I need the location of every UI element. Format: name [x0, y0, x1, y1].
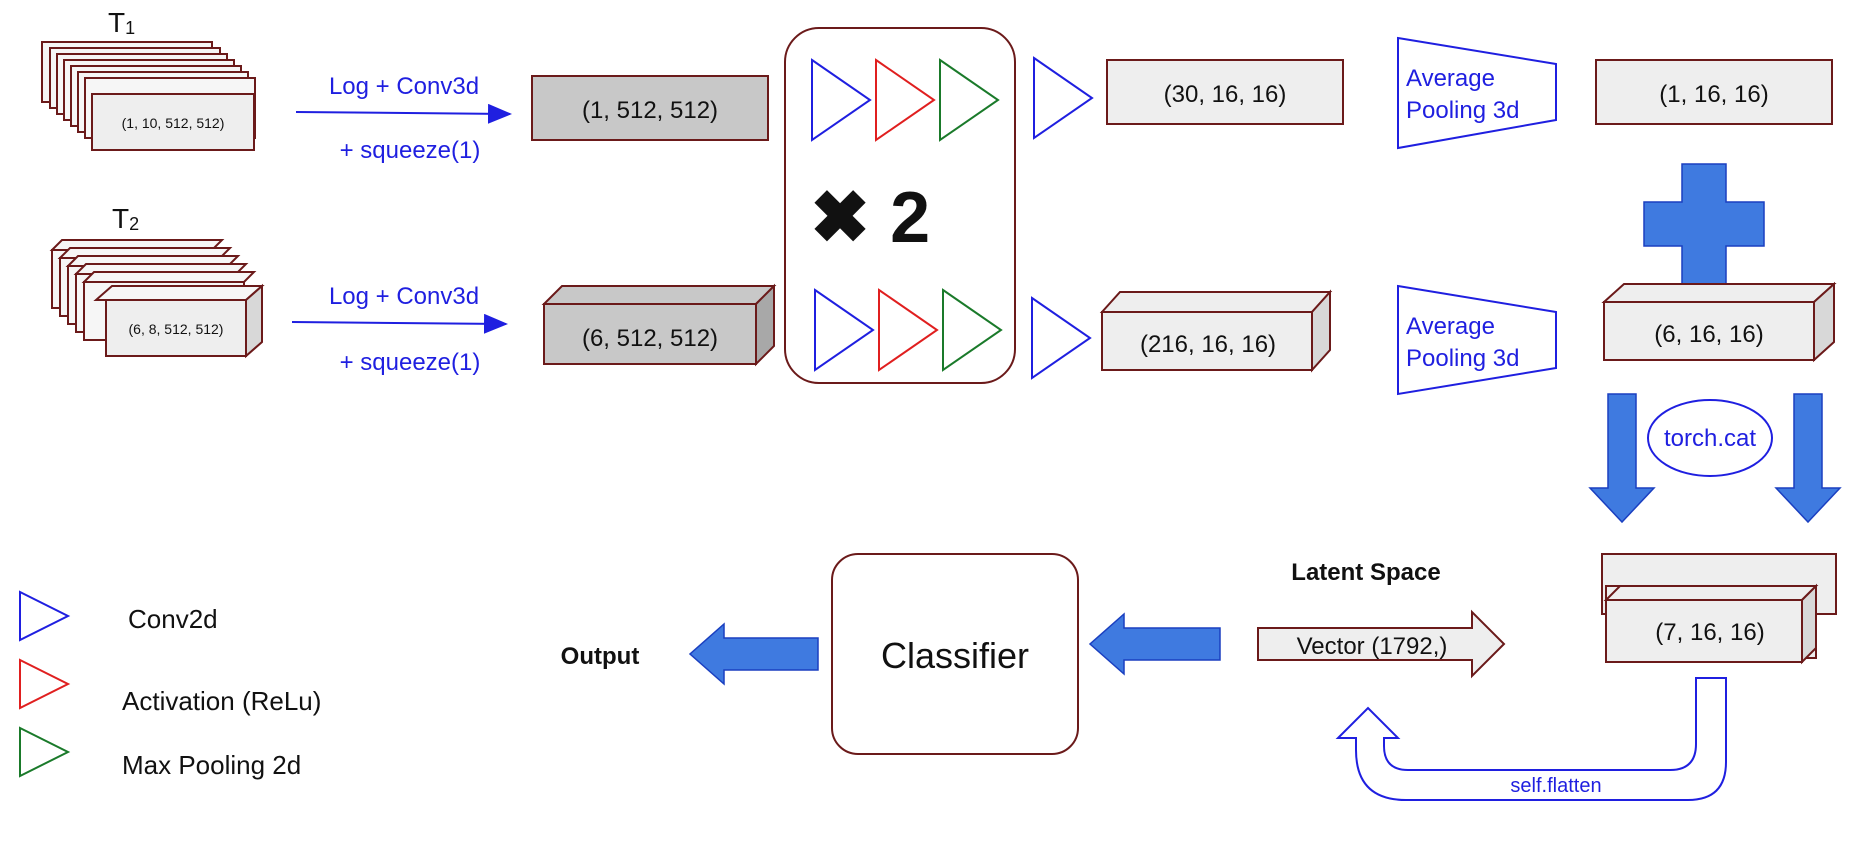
t2-shape-text: (6, 8, 512, 512) — [129, 321, 224, 337]
latent-space-label: Latent Space — [1291, 559, 1440, 586]
self-flatten-label: self.flatten — [1510, 775, 1601, 797]
classifier-box — [831, 553, 1079, 755]
latent-to-classifier-arrow-icon — [1088, 612, 1221, 676]
conv-triangle-post-1 — [1033, 56, 1094, 140]
cat-tensor-text: (7, 16, 16) — [1655, 619, 1764, 646]
avg-pool-1-line2: Pooling 3d — [1406, 97, 1519, 124]
output-label: Output — [561, 643, 640, 670]
torch-cat-ellipse — [1647, 399, 1773, 477]
squeeze-label-1: + squeeze(1) — [340, 137, 481, 164]
pooled-2-text: (6, 16, 16) — [1654, 321, 1763, 348]
conv3d-arrow-2 — [291, 313, 508, 334]
log-conv3d-label-1: Log + Conv3d — [329, 73, 479, 100]
conv-triangle-bottom — [814, 288, 875, 372]
legend: Conv2d Activation (ReLu) Max Pooling 2d — [19, 590, 321, 780]
feature-map-1-text: (30, 16, 16) — [1164, 81, 1287, 108]
cat-arrow-left-icon — [1588, 393, 1656, 524]
avg-pool-2-line2: Pooling 3d — [1406, 345, 1519, 372]
legend-conv-label: Conv2d — [128, 604, 218, 634]
conv3d-arrow-1 — [295, 103, 512, 124]
avg-pool-1-line1: Average — [1406, 65, 1495, 92]
legend-maxpool-triangle — [19, 726, 71, 778]
conv-output-1-box: (1, 512, 512) — [531, 75, 769, 141]
torch-cat-label: torch.cat — [1664, 425, 1756, 452]
t2-input-stack: (6, 8, 512, 512) — [49, 239, 265, 359]
conv-output-2-text: (6, 512, 512) — [582, 325, 718, 352]
squeeze-label-2: + squeeze(1) — [340, 349, 481, 376]
avg-pool-2: Average Pooling 3d — [1397, 284, 1557, 396]
pooled-2-box: (6, 16, 16) — [1601, 281, 1837, 363]
relu-triangle-top — [875, 58, 936, 142]
legend-relu-label: Activation (ReLu) — [122, 686, 321, 716]
vector-text: Vector (1792,) — [1297, 633, 1448, 660]
feature-map-1-box: (30, 16, 16) — [1106, 59, 1344, 125]
t1-shape-text: (1, 10, 512, 512) — [122, 115, 225, 131]
legend-relu-triangle — [19, 658, 71, 710]
conv-output-2-box: (6, 512, 512) — [541, 283, 777, 367]
log-conv3d-label-2: Log + Conv3d — [329, 283, 479, 310]
classifier-to-output-arrow-icon — [688, 622, 819, 686]
flatten-arrow-icon — [1335, 677, 1727, 801]
t1-label: T1 — [108, 7, 135, 38]
conv-triangle-post-2 — [1031, 296, 1092, 380]
pooled-1-text: (1, 16, 16) — [1659, 81, 1768, 108]
cat-tensor-box: (7, 16, 16) — [1601, 553, 1837, 665]
conv-output-1-text: (1, 512, 512) — [582, 97, 718, 124]
pooled-1-box: (1, 16, 16) — [1595, 59, 1833, 125]
t2-label: T2 — [112, 203, 139, 234]
classifier-label: Classifier — [881, 635, 1029, 676]
cat-arrow-right-icon — [1774, 393, 1842, 524]
legend-maxpool-label: Max Pooling 2d — [122, 750, 301, 780]
maxpool-triangle-bottom — [942, 288, 1003, 372]
maxpool-triangle-top — [939, 58, 1000, 142]
feature-map-2-box: (216, 16, 16) — [1099, 289, 1333, 373]
relu-triangle-bottom — [878, 288, 939, 372]
vector-arrow — [1257, 609, 1506, 679]
plus-icon — [1643, 163, 1765, 285]
legend-conv-triangle — [19, 590, 71, 642]
avg-pool-1: Average Pooling 3d — [1397, 36, 1557, 150]
t1-input-stack: (1, 10, 512, 512) — [41, 41, 256, 151]
avg-pool-2-line1: Average — [1406, 313, 1495, 340]
feature-map-2-text: (216, 16, 16) — [1140, 331, 1276, 358]
repeat-times-label: ✖ 2 — [810, 178, 930, 258]
repeat-block — [784, 27, 1016, 384]
conv-triangle-top — [811, 58, 872, 142]
